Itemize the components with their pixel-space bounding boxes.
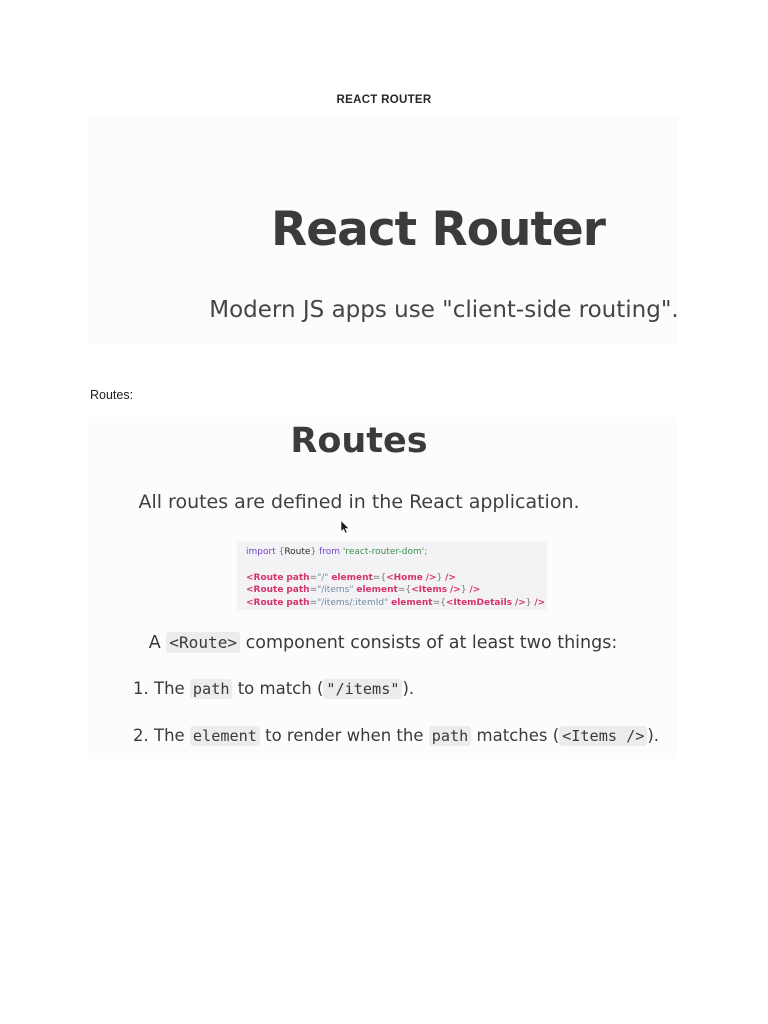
slide2-paragraph: A <Route> component consists of at least… (88, 632, 678, 653)
code-token: = (309, 572, 318, 583)
text-segment: component consists of at least two thing… (240, 633, 618, 653)
text-segment: A (148, 633, 167, 653)
code-token: path (286, 585, 310, 596)
text-segment: to match ( (232, 679, 324, 698)
code-token: <Route (246, 585, 284, 596)
code-line: <Route path="/items" element={<Items />}… (246, 584, 541, 597)
code-token: import (246, 547, 276, 557)
code-token: ={ (432, 598, 446, 609)
code-line: <Route path="/" element={<Home />} /> (246, 572, 541, 585)
inline-code: <Items /> (559, 726, 648, 746)
code-token: Route (284, 547, 311, 557)
code-token: <Route (246, 572, 284, 583)
code-token: <ItemDetails (445, 598, 513, 609)
code-token: /> (425, 572, 437, 583)
inline-code: "/items" (323, 679, 403, 699)
code-token: "/items/:itemId" (317, 598, 389, 609)
slide2-heading: Routes (290, 421, 428, 461)
code-token: path (286, 572, 310, 583)
slide2-list-item-2: 2. The element to render when the path m… (133, 726, 660, 746)
code-token: } (310, 547, 317, 557)
text-segment: ). (647, 726, 660, 745)
text-segment: 1. The (133, 679, 190, 698)
code-token: <Route (246, 598, 284, 609)
code-token: path (286, 598, 310, 609)
code-token: } (436, 572, 443, 583)
text-segment: matches ( (471, 726, 560, 745)
code-token: = (309, 585, 318, 596)
code-token: } (525, 598, 532, 609)
text-segment: ). (402, 679, 415, 698)
code-token: "/" (317, 572, 329, 583)
mouse-pointer-icon (340, 520, 350, 534)
code-block: import {Route} from 'react-router-dom'; … (237, 541, 547, 610)
code-token: ; (424, 547, 428, 557)
code-token: element (391, 598, 433, 609)
text-segment: to render when the (259, 726, 429, 745)
code-token: /> (469, 585, 481, 596)
code-token: /> (514, 598, 526, 609)
code-token: <Items (411, 585, 448, 596)
code-token: /> (445, 572, 456, 583)
slide2-list-item-1: 1. The path to match ("/items"). (133, 679, 415, 699)
inline-code: path (428, 726, 472, 746)
code-line (246, 559, 541, 572)
inline-code: <Route> (166, 632, 241, 653)
code-token: element (331, 572, 373, 583)
code-token: element (356, 585, 398, 596)
slide-image-routes: Routes All routes are defined in the Rea… (88, 417, 678, 759)
code-line: <Route path="/items/:itemId" element={<I… (246, 597, 545, 610)
slide2-subtitle: All routes are defined in the React appl… (138, 491, 580, 513)
slide1-heading: React Router (271, 202, 606, 257)
document-title: REACT ROUTER (336, 94, 432, 106)
code-token: /> (450, 585, 461, 596)
code-token: ={ (397, 585, 412, 596)
code-token: from (319, 547, 341, 557)
slide-image-react-router: React Router Modern JS apps use "client-… (88, 117, 679, 344)
code-token: "/items" (317, 585, 354, 596)
code-token: } (460, 585, 467, 596)
code-token: ={ (372, 572, 387, 583)
code-token: /> (534, 598, 546, 609)
code-token: = (309, 598, 318, 609)
slide1-subtitle: Modern JS apps use "client-side routing"… (209, 297, 679, 323)
inline-code: path (189, 679, 233, 699)
code-token: 'react-router-dom' (342, 547, 425, 557)
code-token: <Home (386, 572, 423, 583)
code-token: { (278, 547, 285, 557)
text-segment: 2. The (133, 726, 190, 745)
code-line: import {Route} from 'react-router-dom'; (246, 546, 541, 559)
inline-code: element (189, 726, 260, 746)
routes-section-label: Routes: (90, 388, 134, 402)
